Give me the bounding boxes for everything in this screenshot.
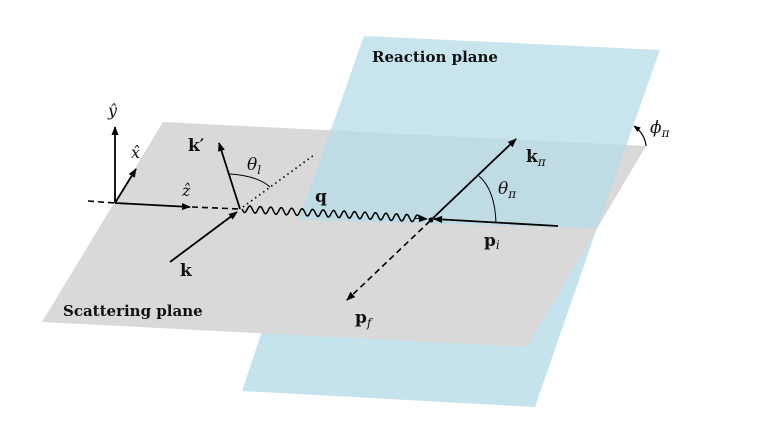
- k-arrow: [169, 211, 238, 263]
- x-axis-label: x̂: [131, 143, 140, 162]
- theta-pi-label: θπ: [498, 179, 517, 201]
- z-axis-arrow: [114, 202, 191, 211]
- reaction-plane-label: Reaction plane: [372, 48, 498, 66]
- theta-l-label: θl: [247, 155, 261, 177]
- k-prime-label: k′: [188, 136, 205, 156]
- z-axis-label: ẑ: [181, 181, 191, 200]
- x-axis-arrow: [114, 168, 137, 204]
- phi-pi-label: ϕπ: [650, 118, 671, 140]
- scattering-plane-label: Scattering plane: [63, 302, 203, 320]
- theta-l-arc: [229, 173, 271, 188]
- k-pi-arrow: [430, 138, 517, 221]
- z-axis-dashed-back: [87, 200, 116, 204]
- k-label: k: [180, 261, 193, 281]
- k-prime-arrow: [218, 142, 241, 210]
- reaction-plane-upper: [299, 36, 660, 228]
- hadron-vertex: [428, 217, 434, 223]
- q-photon-wavy: [241, 205, 421, 223]
- k-pi-label: kπ: [526, 147, 547, 169]
- theta-pi-arrow-arc: [478, 175, 497, 224]
- q-label: q: [315, 187, 327, 207]
- y-axis-label: ŷ: [107, 101, 118, 120]
- p-i-label: pi: [484, 231, 500, 252]
- p-f-label: pf: [355, 308, 374, 330]
- phi-pi-arc-arrow: [633, 125, 647, 147]
- q-arrowhead: [414, 214, 428, 223]
- z-axis-dashed-front: [191, 206, 241, 210]
- p-f-arrow: [346, 220, 431, 301]
